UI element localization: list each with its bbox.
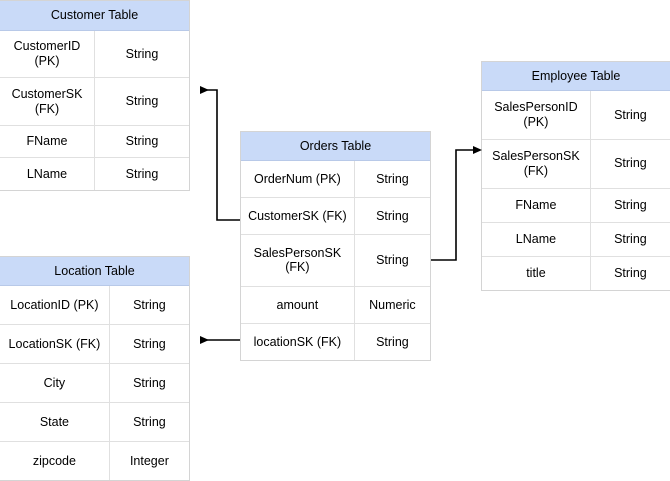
field-type: String (133, 336, 166, 351)
field-type: String (614, 231, 647, 246)
field-type: String (133, 414, 166, 429)
field-type: String (376, 171, 409, 186)
table-row[interactable]: amount Numeric (241, 286, 430, 324)
field-type: String (614, 107, 647, 122)
field-name: LocationID (PK) (0, 286, 110, 324)
entity-table-orders[interactable]: Orders Table OrderNum (PK) String Custom… (240, 131, 431, 361)
table-row[interactable]: FName String (482, 188, 670, 223)
table-title-location: Location Table (0, 257, 189, 286)
field-name: CustomerSK (FK) (241, 198, 355, 235)
table-row[interactable]: OrderNum (PK) String (241, 161, 430, 199)
field-name: SalesPersonID (PK) (482, 91, 591, 139)
field-name: amount (241, 286, 355, 323)
field-name: State (0, 403, 110, 441)
field-name: title (482, 256, 591, 290)
field-type: String (376, 208, 409, 223)
table-row[interactable]: CustomerID (PK) String (0, 31, 189, 79)
field-type: String (614, 197, 647, 212)
field-name: CustomerSK (FK) (0, 78, 95, 125)
field-name: SalesPersonSK (FK) (241, 235, 355, 286)
field-name: zipcode (0, 442, 110, 480)
table-row[interactable]: State String (0, 403, 189, 442)
table-row[interactable]: SalesPersonID (PK) String (482, 91, 670, 140)
entity-table-location[interactable]: Location Table LocationID (PK) String Lo… (0, 256, 190, 481)
table-row[interactable]: zipcode Integer (0, 442, 189, 480)
table-row[interactable]: City String (0, 364, 189, 403)
field-type: String (125, 166, 159, 181)
table-row[interactable]: SalesPersonSK (FK) String (482, 139, 670, 189)
field-name: City (0, 364, 110, 402)
table-row[interactable]: LocationID (PK) String (0, 286, 189, 325)
field-type: String (614, 266, 647, 281)
field-name: CustomerID (PK) (0, 31, 95, 78)
table-row[interactable]: CustomerSK (FK) String (0, 78, 189, 126)
table-row[interactable]: LocationSK (FK) String (0, 325, 189, 364)
field-name: LName (0, 158, 95, 190)
table-row[interactable]: FName String (0, 125, 189, 159)
field-name: locationSK (FK) (241, 323, 355, 360)
field-type: String (614, 156, 647, 171)
field-name: SalesPersonSK (FK) (482, 139, 591, 188)
connector-orders-to-customer (200, 86, 240, 221)
field-type: String (125, 134, 159, 149)
field-type: String (133, 375, 166, 390)
field-type: String (376, 253, 409, 268)
table-row[interactable]: locationSK (FK) String (241, 323, 430, 360)
connector-orders-to-employee (431, 146, 482, 261)
field-type: Numeric (369, 297, 416, 312)
field-name: LocationSK (FK) (0, 325, 110, 363)
field-type: String (125, 46, 159, 61)
table-title-customer: Customer Table (0, 1, 189, 31)
table-row[interactable]: CustomerSK (FK) String (241, 198, 430, 236)
field-name: FName (482, 188, 591, 222)
field-type: String (125, 94, 159, 109)
entity-table-customer[interactable]: Customer Table CustomerID (PK) String Cu… (0, 0, 190, 191)
field-type: String (133, 297, 166, 312)
table-row[interactable]: title String (482, 256, 670, 290)
table-row[interactable]: LName String (0, 158, 189, 190)
table-title-orders: Orders Table (241, 132, 430, 161)
field-type: String (376, 334, 409, 349)
field-name: FName (0, 125, 95, 158)
table-row[interactable]: SalesPersonSK (FK) String (241, 235, 430, 287)
field-name: OrderNum (PK) (241, 161, 355, 198)
table-title-employee: Employee Table (482, 62, 670, 91)
entity-table-employee[interactable]: Employee Table SalesPersonID (PK) String… (481, 61, 670, 291)
field-name: LName (482, 222, 591, 256)
field-type: Integer (129, 453, 169, 468)
table-row[interactable]: LName String (482, 222, 670, 257)
